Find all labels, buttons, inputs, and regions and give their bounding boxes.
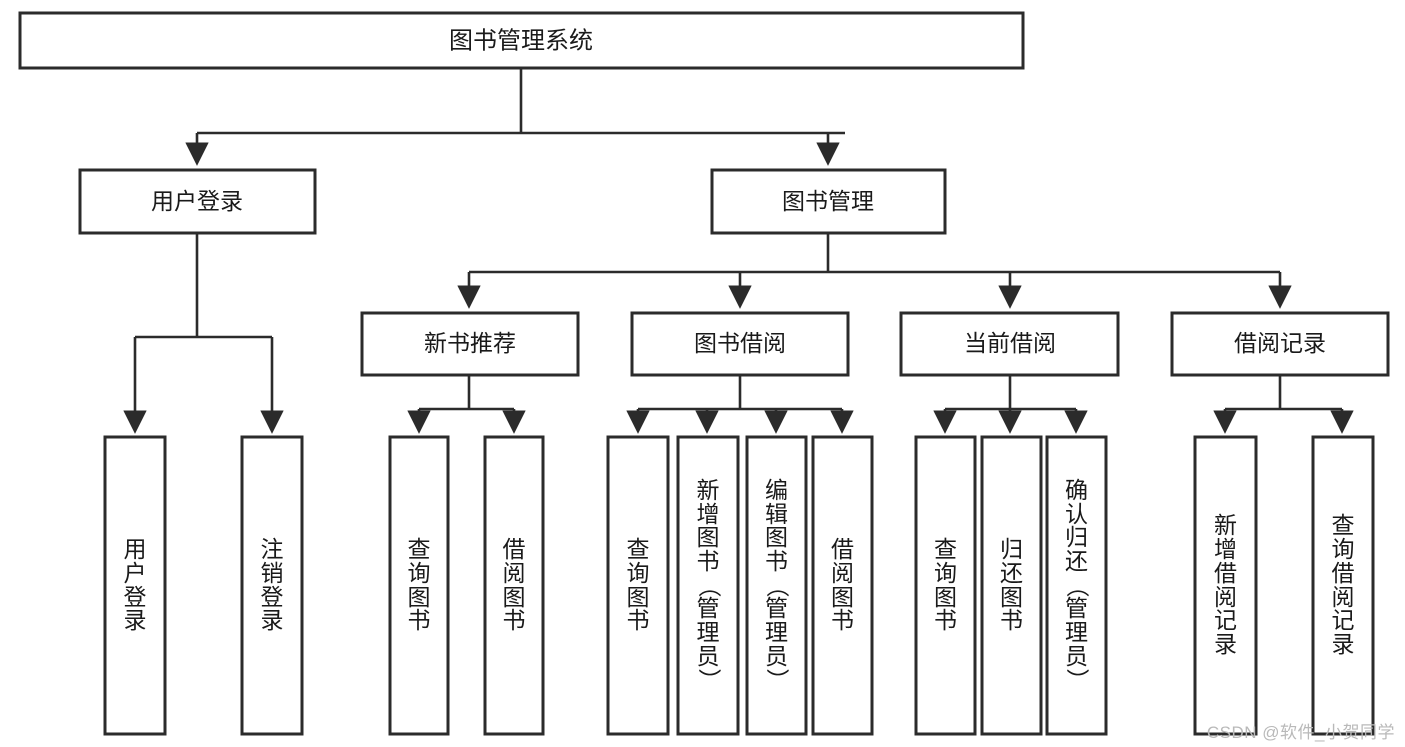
watermark-text: CSDN @软件_小贺同学 — [1206, 723, 1395, 742]
connector-bookmgmt-to-level2 — [457, 233, 1292, 309]
connector-bookborrow-to-leaves — [626, 375, 854, 434]
connector-newbook-to-leaves — [407, 375, 526, 434]
node-book-management[interactable]: 图书管理 — [710, 168, 947, 235]
leaf-box-bb-edit-book[interactable] — [745, 435, 808, 736]
node-user-login[interactable]: 用户登录 — [78, 168, 317, 235]
node-borrow-record[interactable]: 借阅记录 — [1170, 311, 1390, 377]
node-borrow-record-label: 借阅记录 — [1234, 330, 1326, 356]
leaf-box-nb-query-book[interactable] — [388, 435, 450, 736]
node-new-book-recommend-label: 新书推荐 — [424, 330, 516, 356]
node-new-book-recommend[interactable]: 新书推荐 — [360, 311, 580, 377]
connector-root-to-level1 — [185, 68, 845, 166]
connector-borrowrecord-to-leaves — [1213, 375, 1354, 434]
leaf-box-logout[interactable] — [240, 435, 304, 736]
leaf-box-cb-confirm-return[interactable] — [1045, 435, 1108, 736]
leaf-box-user-login[interactable] — [103, 435, 167, 736]
leaf-box-br-query-record[interactable] — [1311, 435, 1375, 736]
leaf-box-bb-add-book[interactable] — [676, 435, 740, 736]
connector-currentborrow-to-leaves — [933, 375, 1088, 434]
node-user-login-label: 用户登录 — [151, 188, 243, 214]
node-root[interactable]: 图书管理系统 — [18, 11, 1025, 70]
node-book-management-label: 图书管理 — [782, 188, 874, 214]
leaf-box-nb-borrow-book[interactable] — [483, 435, 545, 736]
node-current-borrow-label: 当前借阅 — [964, 330, 1056, 356]
node-current-borrow[interactable]: 当前借阅 — [899, 311, 1120, 377]
node-book-borrow-label: 图书借阅 — [694, 330, 786, 356]
node-root-label: 图书管理系统 — [449, 27, 593, 54]
leaf-box-cb-return-book[interactable] — [980, 435, 1043, 736]
connector-userlogin-to-leaves — [123, 233, 284, 434]
node-book-borrow[interactable]: 图书借阅 — [630, 311, 850, 377]
leaf-box-bb-query-book[interactable] — [606, 435, 670, 736]
leaf-box-cb-query-book[interactable] — [914, 435, 977, 736]
leaf-box-br-add-record[interactable] — [1193, 435, 1258, 736]
leaf-box-bb-borrow-book[interactable] — [811, 435, 874, 736]
leaf-boxes — [103, 435, 1375, 736]
